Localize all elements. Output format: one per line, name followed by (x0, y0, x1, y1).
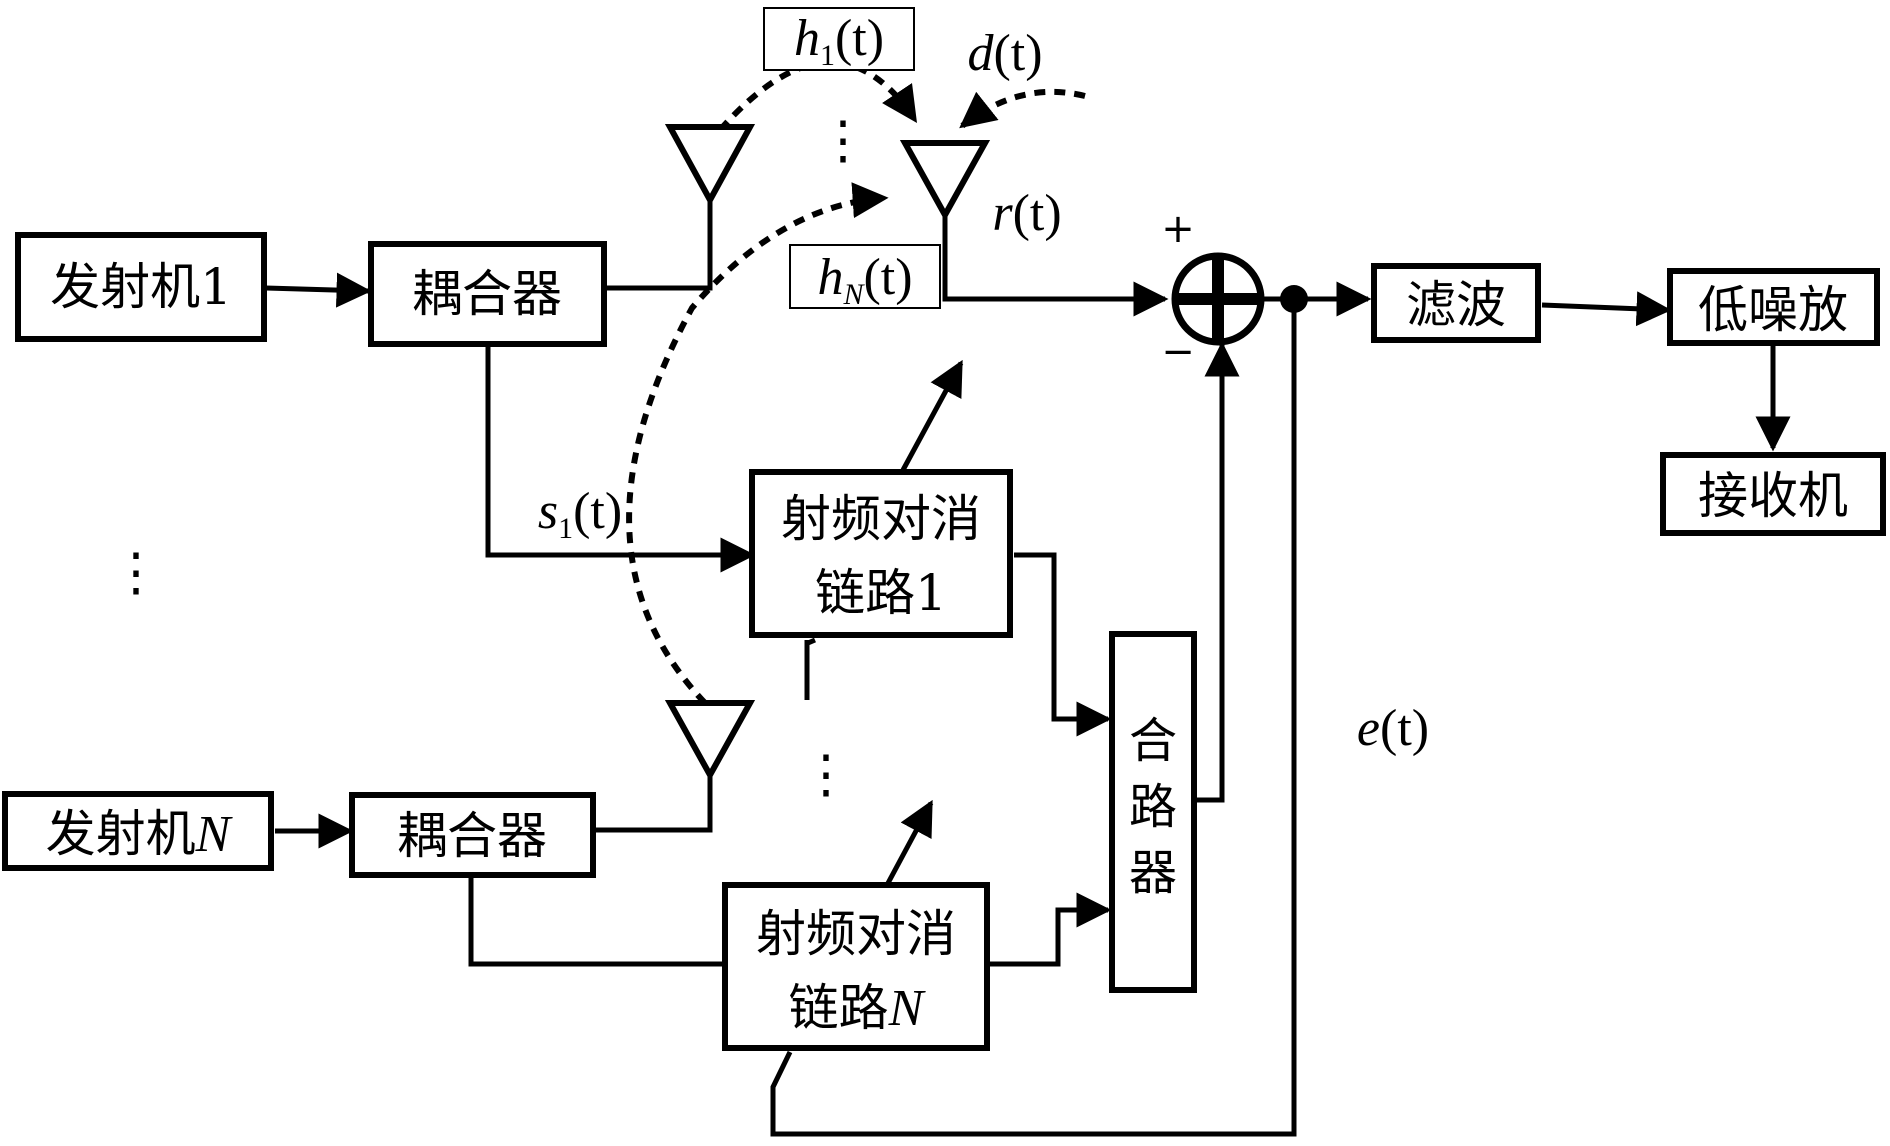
wire-filter-to-lna (1541, 291, 1672, 327)
block-filter: 滤波 (1371, 263, 1541, 343)
combiner-char-3: 器 (1129, 845, 1177, 901)
path-hN (626, 182, 889, 706)
coupler-1-label: 耦合器 (412, 265, 562, 323)
wire-rf-chain1-feedback-kink (807, 637, 816, 646)
block-rf-chain-n: 射频对消 链路N (722, 882, 990, 1051)
wire-couplern-to-rf-chainn (468, 878, 725, 967)
block-transmitter-1: 发射机1 (15, 232, 267, 342)
transmitter-1-label: 发射机1 (50, 258, 232, 316)
block-coupler-1: 耦合器 (368, 241, 607, 347)
coupler-n-label: 耦合器 (397, 807, 547, 865)
block-coupler-n: 耦合器 (349, 792, 596, 878)
label-e: e(t) (1357, 700, 1429, 757)
path-d (959, 88, 1086, 129)
block-lna: 低噪放 (1667, 268, 1880, 346)
rf-chain-1-line2: 链路1 (815, 564, 947, 622)
wire-couplern-to-antennan (593, 775, 713, 833)
summer-icon (1171, 252, 1265, 346)
rf-chain-n-line1: 射频对消 (756, 905, 956, 963)
wire-combiner-to-summer (1195, 341, 1240, 803)
label-r: r(t) (992, 185, 1061, 242)
rf-chain-1-line1: 射频对消 (781, 490, 981, 548)
combiner-char-1: 合 (1129, 713, 1177, 769)
junction-dot (1280, 285, 1308, 313)
summer-minus-sign: − (1161, 329, 1195, 375)
receiver-label: 接收机 (1698, 467, 1848, 525)
wire-coupler1-to-rf-chain1 (485, 345, 756, 573)
antenna-tx1-icon (664, 124, 756, 207)
label-s1: s1(t) (538, 483, 622, 545)
wire-coupler1-to-antenna1 (607, 200, 713, 291)
block-receiver: 接收机 (1660, 452, 1886, 536)
rf-chain-n-line2: 链路N (789, 979, 927, 1037)
svg-text:h1(t): h1(t) (794, 10, 884, 72)
filter-label: 滤波 (1406, 276, 1506, 334)
label-d: d(t) (967, 25, 1042, 82)
ellipsis-antennas: ⋮ (817, 113, 869, 170)
block-transmitter-n: 发射机N (2, 791, 274, 871)
tuning-arrow-rf-chain1 (900, 359, 964, 472)
ellipsis-chains: ⋮ (800, 747, 852, 804)
wires (265, 200, 1791, 1137)
label-h1: h1(t) (763, 7, 915, 72)
wire-rf-chain1-to-combiner (1014, 552, 1112, 737)
ellipsis-transmitters: ⋮ (110, 545, 162, 602)
antenna-rx-icon (899, 140, 991, 222)
transmitter-n-label: 发射机N (46, 805, 234, 863)
label-hN: hN(t) (789, 244, 941, 311)
wire-rx-antenna-to-summer (942, 215, 1169, 317)
block-combiner: 合 路 器 (1109, 631, 1197, 993)
tuning-arrow-rf-chainn (884, 799, 934, 887)
combiner-char-2: 路 (1129, 779, 1177, 835)
wire-error-feedback (770, 299, 1297, 1137)
wire-rf-chainn-to-combiner (989, 892, 1112, 967)
summer-plus-sign: + (1161, 206, 1195, 252)
antenna-txn-icon (664, 700, 756, 782)
wire-tx1-to-coupler1 (265, 272, 372, 308)
lna-label: 低噪放 (1698, 281, 1848, 339)
block-rf-chain-1: 射频对消 链路1 (749, 469, 1013, 638)
svg-text:hN(t): hN(t) (817, 249, 912, 311)
